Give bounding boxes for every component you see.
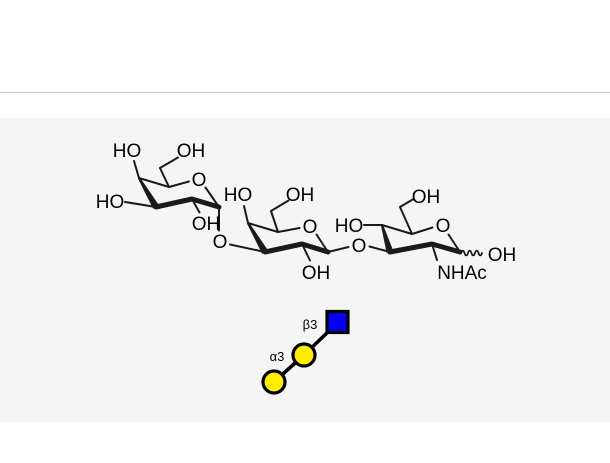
bond: [399, 198, 415, 208]
molecule: HO OH O HO OH O HO OH O OH O HO OH O NHA…: [96, 141, 517, 284]
bond-wavy-anomeric: [460, 249, 483, 257]
atom-label-oh: OH: [302, 263, 331, 284]
bond: [277, 227, 301, 233]
snfg-circle-gal-middle: [291, 342, 317, 368]
ring-oxygen-label: O: [192, 170, 207, 191]
bond: [301, 243, 311, 262]
nhac-label: NHAc: [437, 263, 487, 284]
atom-label-oh: OH: [177, 141, 206, 162]
bond-anomeric-beta: [327, 246, 350, 253]
bond: [133, 160, 140, 179]
bond-bold: [262, 241, 331, 255]
bond: [270, 199, 290, 212]
bond: [159, 156, 179, 169]
snfg-cartoon: β3 α3: [261, 309, 350, 395]
atom-label-ho: HO: [335, 216, 364, 237]
structure-canvas: [0, 118, 610, 422]
atom-label-ho: HO: [113, 141, 142, 162]
atom-label-ho: HO: [96, 192, 125, 213]
bond: [138, 177, 170, 188]
bond: [168, 180, 190, 188]
linkage-label-alpha3: α3: [270, 349, 285, 364]
ring3-bonds: [363, 198, 483, 261]
ring-oxygen-label: O: [436, 216, 451, 237]
bond-wedge: [138, 177, 159, 209]
bond: [243, 205, 249, 224]
ring1-bonds: [124, 156, 222, 232]
bond-wedge: [380, 224, 394, 253]
bond-bold: [387, 241, 463, 255]
header-divider: [0, 92, 610, 93]
bond-wedge: [247, 222, 268, 254]
bond: [229, 243, 266, 253]
bond: [411, 226, 434, 235]
bond: [270, 210, 279, 233]
bond: [247, 222, 279, 233]
atom-label-ho: HO: [224, 185, 253, 206]
atom-label-oh: OH: [192, 214, 221, 235]
atom-label-oh: OH: [488, 245, 517, 266]
glycosidic-oxygen-label: O: [352, 236, 367, 257]
snfg-circle-gal-bottom: [261, 369, 287, 395]
ring-oxygen-label: O: [303, 217, 318, 238]
atom-label-oh: OH: [412, 187, 441, 208]
bond: [399, 206, 413, 235]
bond: [381, 224, 413, 235]
bond: [431, 243, 438, 261]
bond: [191, 198, 201, 214]
atom-labels: HO OH O HO OH O HO OH O OH O HO OH O NHA…: [96, 141, 517, 284]
glycosidic-oxygen-label: O: [213, 232, 228, 253]
ring2-bonds: [243, 199, 350, 262]
bond: [159, 167, 170, 188]
bond-bold: [153, 196, 222, 210]
bond: [124, 201, 157, 208]
linkage-label-beta3: β3: [303, 317, 318, 332]
atom-label-oh: OH: [286, 185, 315, 206]
snfg-square-glcnac: [325, 309, 350, 335]
